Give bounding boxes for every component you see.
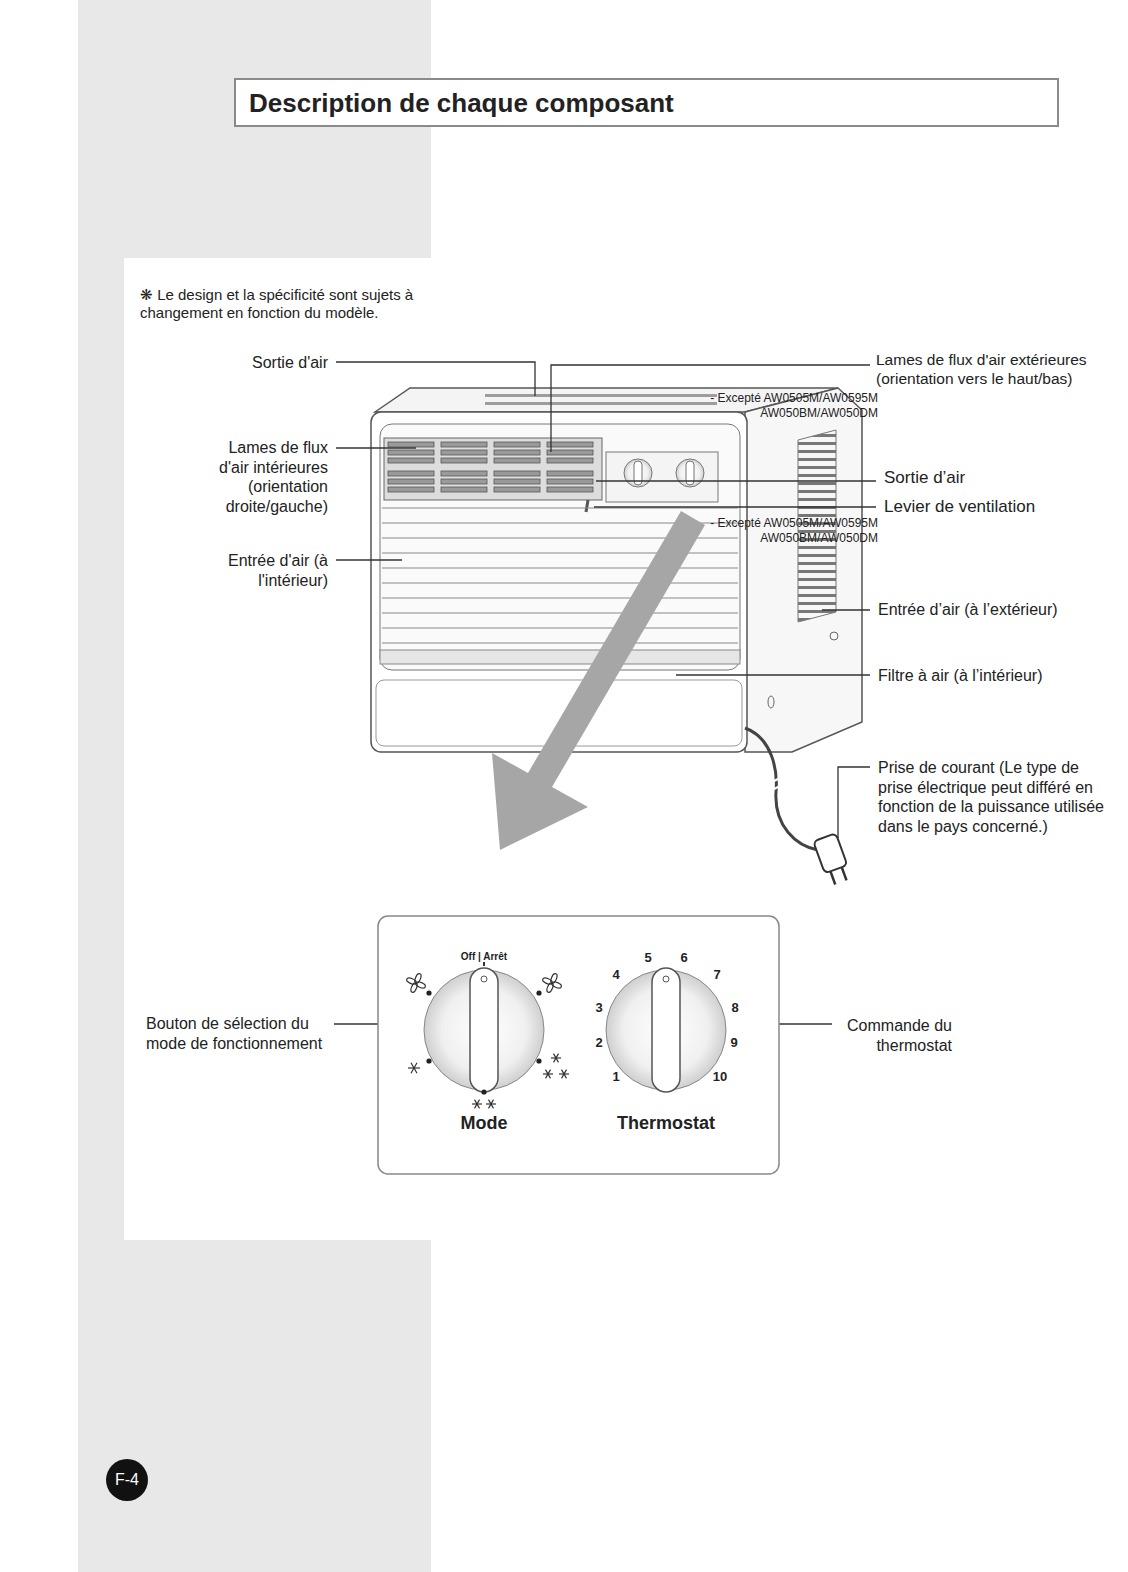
grille-bar xyxy=(382,627,738,628)
dial-mark: Off | Arrêt xyxy=(461,951,507,963)
snow-icon xyxy=(411,1063,417,1073)
louver-slat xyxy=(441,471,487,476)
dial-number: 9 xyxy=(730,1035,737,1051)
dial-number: 7 xyxy=(713,967,720,983)
model-note: - Excepté AW0505M/AW0595M AW050BM/AW050D… xyxy=(700,391,878,420)
note: ❋ Le design et la spécificité sont sujet… xyxy=(140,286,458,323)
snow-icon xyxy=(546,1070,551,1079)
louver-slat xyxy=(441,450,487,455)
louver-slat xyxy=(494,479,540,484)
snow-icon xyxy=(489,1100,494,1109)
part-label: Lames de flux d'air intérieures (orienta… xyxy=(196,438,328,516)
dial-name: Mode xyxy=(461,1113,508,1135)
grille-bar xyxy=(382,612,738,613)
louver-slat xyxy=(388,471,434,476)
snow-icon xyxy=(475,1100,480,1109)
louver-slat xyxy=(388,487,434,492)
dial-number: 4 xyxy=(612,967,619,983)
part-label: Levier de ventilation xyxy=(884,497,1035,518)
louver-slat xyxy=(547,487,593,492)
snow-icon xyxy=(554,1054,559,1063)
model-note: - Excepté AW0505M/AW0595M AW050BM/AW050D… xyxy=(700,516,878,545)
louver-slat xyxy=(494,442,540,447)
part-label: Entrée d'air (à l'intérieur) xyxy=(222,551,328,590)
louver-slat xyxy=(494,458,540,463)
snow-icon xyxy=(411,1063,417,1073)
louver-slat xyxy=(547,479,593,484)
louver-slat xyxy=(547,442,593,447)
grille-bar xyxy=(382,567,738,568)
page-title: Description de chaque composant xyxy=(249,88,674,119)
title-box: Description de chaque composant xyxy=(234,78,1059,127)
part-label: Sortie d'air xyxy=(252,353,328,373)
louver-slat xyxy=(547,450,593,455)
dial-name: Thermostat xyxy=(617,1113,715,1135)
dial-number: 1 xyxy=(612,1069,619,1085)
dial-number: 2 xyxy=(595,1035,602,1051)
louver-slat xyxy=(494,471,540,476)
part-label: Lames de flux d'air extérieures (orienta… xyxy=(876,351,1122,389)
fan-icon xyxy=(414,973,422,984)
louver-slat xyxy=(441,487,487,492)
louver-slat xyxy=(441,442,487,447)
snow-icon xyxy=(554,1054,559,1063)
dial-number: 8 xyxy=(731,1000,738,1016)
louver-slat xyxy=(388,442,434,447)
louver-slat xyxy=(494,450,540,455)
snow-icon xyxy=(546,1070,551,1079)
part-label: Sortie d’air xyxy=(884,468,965,489)
louver-slat xyxy=(547,471,593,476)
part-label: Commande du thermostat xyxy=(834,1016,952,1055)
grille-bar xyxy=(382,597,738,598)
louver-slat xyxy=(494,487,540,492)
louver-slat xyxy=(547,458,593,463)
part-label: Bouton de sélection du mode de fonctionn… xyxy=(146,1014,346,1053)
dial-number: 5 xyxy=(644,950,651,966)
part-label: Filtre à air (à l’intérieur) xyxy=(878,666,1042,686)
grille-bar xyxy=(382,642,738,643)
grille-bar xyxy=(382,582,738,583)
fan-icon xyxy=(550,973,558,984)
louver-slat xyxy=(441,479,487,484)
dial-number: 10 xyxy=(713,1069,727,1085)
louver-slat xyxy=(388,450,434,455)
snow-icon xyxy=(489,1100,494,1109)
snow-icon xyxy=(475,1100,480,1109)
louver-slat xyxy=(388,479,434,484)
snow-icon xyxy=(562,1070,567,1079)
part-label: Prise de courant (Le type de prise élect… xyxy=(878,758,1114,836)
dial-number: 3 xyxy=(595,1000,602,1016)
snow-icon xyxy=(562,1070,567,1079)
part-label: Entrée d’air (à l’extérieur) xyxy=(878,600,1058,620)
dial-number: 6 xyxy=(680,950,687,966)
louver-slat xyxy=(441,458,487,463)
louver-slat xyxy=(388,458,434,463)
page-number: F-4 xyxy=(115,1470,139,1490)
